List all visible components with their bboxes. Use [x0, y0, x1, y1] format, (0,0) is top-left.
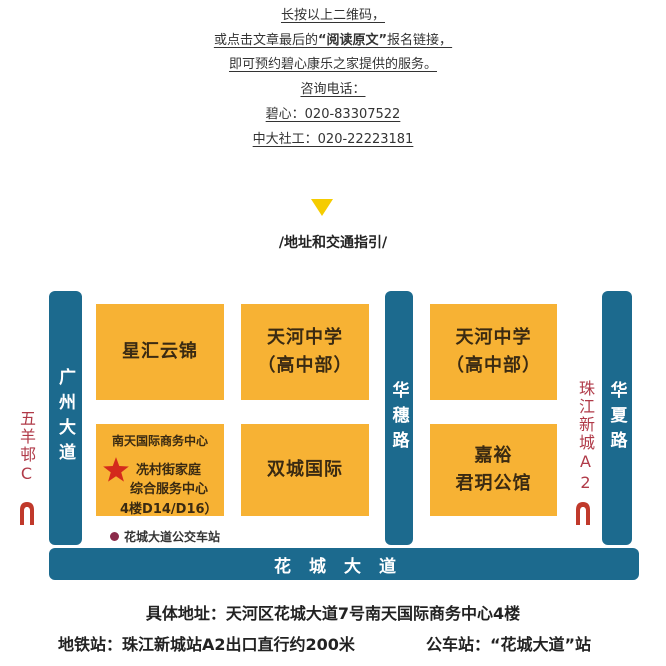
- intro-line-3-text: 即可预约碧心康乐之家提供的服务。: [228, 57, 437, 72]
- road-huacheng-avenue: 花城大道: [49, 548, 639, 580]
- intro-line-5[interactable]: 碧心：020-83307522: [0, 103, 666, 122]
- intro-line-3: 即可预约碧心康乐之家提供的服务。: [0, 53, 666, 72]
- block-tianhe-2-line2: （高中部）: [446, 355, 541, 376]
- block-tianhe-school-1: 天河中学 （高中部）: [241, 304, 369, 400]
- metro-logo-icon: [20, 502, 34, 525]
- contact-phone-label: 咨询电话：: [300, 82, 366, 97]
- block-jiayu-line1: 嘉裕: [474, 445, 513, 466]
- intro-line-4: 咨询电话：: [0, 78, 666, 97]
- metro-wuyangcun-label: 五羊邨C: [17, 410, 36, 485]
- address-line: 具体地址：天河区花城大道7号南天国际商务中心4楼: [0, 600, 666, 624]
- phone-zhongda[interactable]: 中大社工：020-22223181: [252, 132, 414, 147]
- metro-direction-text: 地铁站：珠江新城站A2出口直行约200米: [58, 635, 355, 654]
- bus-stop-dot-icon: [110, 532, 119, 541]
- road-huaxia: 华夏路: [602, 291, 632, 545]
- intro-line-1-text: 长按以上二维码，: [280, 8, 385, 23]
- read-original-link[interactable]: 或点击文章最后的“阅读原文”报名链接，: [214, 33, 452, 48]
- block-shuangcheng-label: 双城国际: [267, 459, 343, 480]
- intro-line-1: 长按以上二维码，: [0, 4, 666, 23]
- service-center-line2: 综合服务中心: [130, 482, 209, 497]
- intro-line-6[interactable]: 中大社工：020-22223181: [0, 128, 666, 147]
- service-center-floor: 4楼D14/D16）: [120, 502, 218, 517]
- block-tianhe-1-line1: 天河中学: [267, 327, 343, 348]
- address-text: 具体地址：天河区花城大道7号南天国际商务中心4楼: [145, 604, 521, 623]
- block-xinghui: 星汇云锦: [96, 304, 224, 400]
- road-huasui: 华穗路: [385, 291, 413, 545]
- block-shuangcheng: 双城国际: [241, 424, 369, 516]
- block-nantian-center: 南天国际商务中心 冼村街家庭 综合服务中心 4楼D14/D16）: [96, 424, 224, 517]
- block-tianhe-1-line2: （高中部）: [257, 355, 353, 376]
- block-xinghui-label: 星汇云锦: [122, 341, 198, 362]
- read-original-label: “阅读原文”: [317, 33, 388, 48]
- block-jiayu-line2: 君玥公馆: [455, 473, 532, 494]
- metro-zhujiang-label: 珠江新城A2: [576, 380, 595, 494]
- service-center-line1: 冼村街家庭: [136, 463, 202, 478]
- phone-bixin[interactable]: 碧心：020-83307522: [265, 107, 401, 122]
- intro-line-2[interactable]: 或点击文章最后的“阅读原文”报名链接，: [0, 29, 666, 48]
- intro-line-2-post: 报名链接，: [387, 33, 453, 48]
- block-tianhe-2-line1: 天河中学: [455, 327, 532, 348]
- metro-logo-icon-right: [576, 502, 590, 525]
- bus-direction-text: 公车站：“花城大道”站: [426, 635, 592, 654]
- intro-line-2-pre: 或点击文章最后的: [213, 33, 318, 48]
- road-guangzhou-avenue: 广州大道: [49, 291, 82, 545]
- section-title: /地址和交通指引/: [278, 235, 388, 251]
- bus-stop-marker: 花城大道公交车站: [110, 528, 220, 545]
- block-jiayu: 嘉裕 君玥公馆: [430, 424, 557, 516]
- down-triangle-icon: [311, 199, 333, 216]
- nantian-center-label: 南天国际商务中心: [111, 434, 208, 448]
- block-tianhe-school-2: 天河中学 （高中部）: [430, 304, 557, 400]
- destination-star-icon: [103, 457, 129, 482]
- bus-stop-label: 花城大道公交车站: [124, 530, 221, 544]
